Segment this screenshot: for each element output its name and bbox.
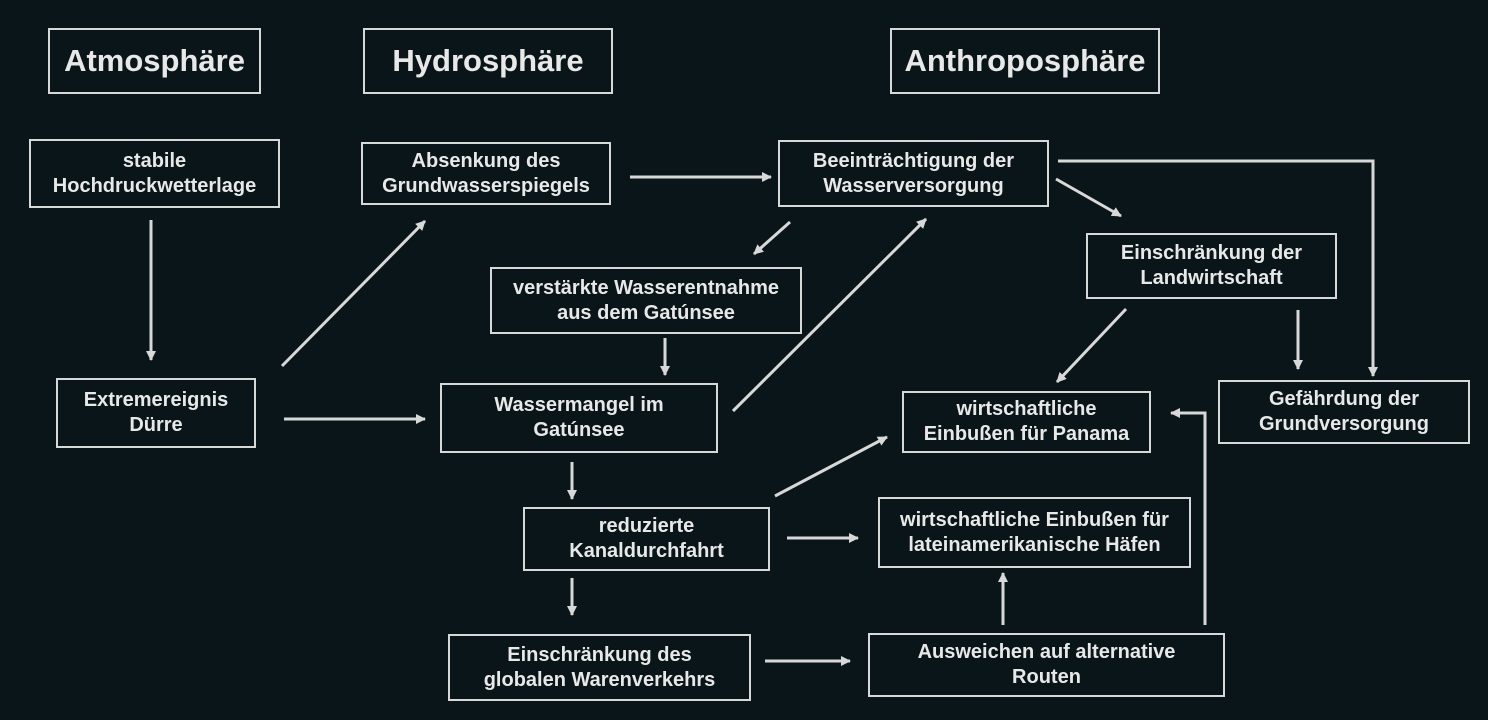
arrow-wassermangel-to-wasserversorgung bbox=[731, 217, 928, 413]
node-extremereignis-duerre: Extremereignis Dürre bbox=[56, 378, 256, 448]
header-hydrosphaere: Hydrosphäre bbox=[363, 28, 613, 94]
arrow-wasserversorgung-to-grundversorgung bbox=[1058, 159, 1378, 377]
node-stabile-hochdruckwetterlage: stabile Hochdruckwetterlage bbox=[29, 139, 280, 208]
node-einbussen-panama: wirtschaftliche Einbußen für Panama bbox=[902, 391, 1151, 453]
arrow-kanaldurchfahrt-to-panama bbox=[774, 435, 888, 498]
node-gefaehrdung-grundversorgung: Gefährdung der Grundversorgung bbox=[1218, 380, 1470, 444]
header-atmosphaere: Atmosphäre bbox=[48, 28, 261, 94]
arrow-wasserversorgung-to-landwirtschaft bbox=[1055, 177, 1122, 218]
node-einschraenkung-warenverkehr: Einschränkung des globalen Warenverkehrs bbox=[448, 634, 751, 701]
node-absenkung-grundwasserspiegel: Absenkung des Grundwasserspiegels bbox=[361, 142, 611, 205]
node-beeintraechtigung-wasserversorgung: Beeinträchtigung der Wasserversorgung bbox=[778, 140, 1049, 207]
node-reduzierte-kanaldurchfahrt: reduzierte Kanaldurchfahrt bbox=[523, 507, 770, 571]
arrow-landwirtschaft-to-panama bbox=[1055, 307, 1128, 384]
node-verstaerkte-wasserentnahme: verstärkte Wasserentnahme aus dem Gatúns… bbox=[490, 267, 802, 334]
node-ausweichen-routen: Ausweichen auf alternative Routen bbox=[868, 633, 1225, 697]
node-wassermangel-gatunsee: Wassermangel im Gatúnsee bbox=[440, 383, 718, 453]
arrow-routen-to-panama bbox=[1170, 408, 1207, 625]
node-einschraenkung-landwirtschaft: Einschränkung der Landwirtschaft bbox=[1086, 233, 1337, 299]
arrow-duerre-to-absenkung bbox=[280, 219, 427, 368]
arrow-wasserversorgung-to-wasserentnahme bbox=[753, 220, 791, 256]
header-anthroposphaere: Anthroposphäre bbox=[890, 28, 1160, 94]
node-einbussen-haefen: wirtschaftliche Einbußen für lateinameri… bbox=[878, 497, 1191, 568]
